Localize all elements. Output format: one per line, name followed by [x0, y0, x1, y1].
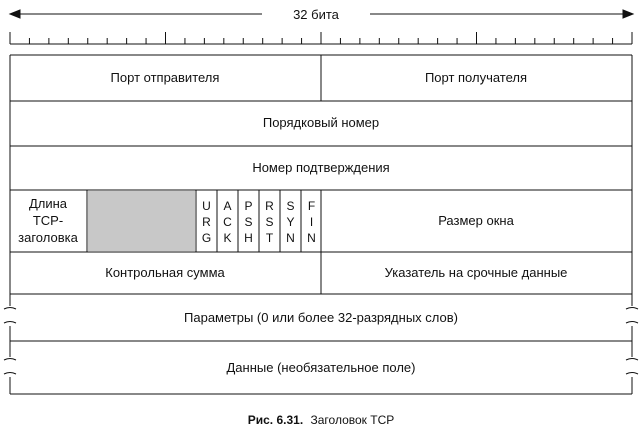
data-break-right-bottom [625, 372, 639, 375]
ack-number-label: Номер подтверждения [252, 160, 389, 175]
flag-psh-letter: P [244, 199, 252, 213]
width-arrow [8, 9, 635, 19]
window-size-label: Размер окна [438, 213, 514, 228]
options-break-right-bottom [625, 321, 639, 324]
arrow-right-head [622, 9, 635, 19]
data-break-left-bottom [3, 372, 17, 375]
options-label: Параметры (0 или более 32-разрядных слов… [184, 310, 458, 325]
flag-psh-letter: H [244, 231, 253, 245]
arrow-left-head [8, 9, 21, 19]
flag-rst-letter: S [265, 215, 273, 229]
width-label: 32 бита [293, 7, 340, 22]
figure-caption: Рис. 6.31. Заголовок TCP [248, 413, 395, 427]
flag-urg-letter: G [202, 231, 211, 245]
data-break-right-top [625, 358, 639, 361]
flag-fin-letter: I [310, 215, 313, 229]
data-label: Данные (необязательное поле) [227, 360, 416, 375]
checksum-label: Контрольная сумма [105, 265, 225, 280]
options-break-right-top [625, 307, 639, 310]
source-port-label: Порт отправителя [111, 70, 220, 85]
flag-syn-letter: Y [286, 215, 294, 229]
caption-prefix: Рис. 6.31. [248, 413, 303, 427]
flag-fin-letter: N [307, 231, 316, 245]
dest-port-label: Порт получателя [425, 70, 527, 85]
header-length-line1: Длина [29, 196, 68, 211]
flag-rst-letter: R [265, 199, 274, 213]
flag-psh-letter: S [244, 215, 252, 229]
header-length-line3: заголовка [18, 230, 78, 245]
options-break-left-bottom [3, 321, 17, 324]
bit-ruler [9, 32, 633, 45]
flag-urg-letter: R [202, 215, 211, 229]
caption-text: Заголовок TCP [311, 413, 395, 427]
flag-ack-letter: K [223, 231, 231, 245]
flag-ack-letter: C [223, 215, 232, 229]
options-break-left-top [3, 307, 17, 310]
flag-syn-letter: S [286, 199, 294, 213]
flag-urg-letter: U [202, 199, 211, 213]
flag-ack-letter: A [223, 199, 231, 213]
flag-rst-letter: T [266, 231, 274, 245]
header-length-line2: TCP- [33, 213, 63, 228]
data-break-left-top [3, 358, 17, 361]
header-frame [9, 54, 633, 395]
flag-syn-letter: N [286, 231, 295, 245]
sequence-number-label: Порядковый номер [263, 115, 379, 130]
reserved-field [88, 191, 195, 251]
flag-fin-letter: F [308, 199, 315, 213]
break-marks [3, 307, 639, 375]
urgent-pointer-label: Указатель на срочные данные [385, 265, 568, 280]
